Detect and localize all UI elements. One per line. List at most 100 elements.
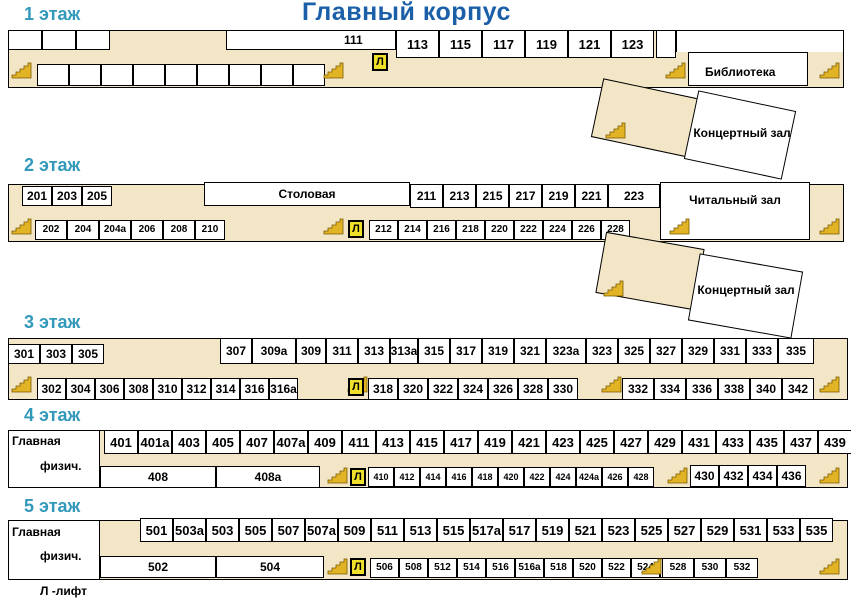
- room-521[interactable]: 521: [569, 518, 602, 542]
- room-514[interactable]: 514: [457, 558, 486, 578]
- room-317[interactable]: 317: [450, 338, 482, 364]
- room-517[interactable]: 517: [503, 518, 536, 542]
- room-201[interactable]: 201: [22, 186, 52, 206]
- room-205[interactable]: 205: [82, 186, 112, 206]
- room-433[interactable]: 433: [716, 430, 750, 454]
- room-411[interactable]: 411: [342, 430, 376, 454]
- room-223[interactable]: 223: [608, 184, 660, 208]
- room-509[interactable]: 509: [338, 518, 371, 542]
- room-stolovaya[interactable]: Столовая: [204, 182, 410, 206]
- room-434[interactable]: 434: [748, 465, 777, 487]
- room-429[interactable]: 429: [648, 430, 682, 454]
- room-316[interactable]: 316: [240, 378, 269, 400]
- room-210[interactable]: 210: [195, 220, 225, 240]
- room-501[interactable]: 501: [140, 518, 173, 542]
- room-304[interactable]: 304: [66, 378, 95, 400]
- room-306[interactable]: 306: [95, 378, 124, 400]
- room-316а[interactable]: 316а: [269, 378, 298, 400]
- room-507а[interactable]: 507а: [305, 518, 338, 542]
- room-220[interactable]: 220: [485, 220, 514, 240]
- room-422[interactable]: 422: [524, 467, 550, 487]
- room-506[interactable]: 506: [370, 558, 399, 578]
- room-419[interactable]: 419: [478, 430, 512, 454]
- room-417[interactable]: 417: [444, 430, 478, 454]
- room-408[interactable]: 408: [100, 466, 216, 488]
- room-513[interactable]: 513: [404, 518, 437, 542]
- room-115[interactable]: 115: [439, 30, 482, 58]
- room-212[interactable]: 212: [369, 220, 398, 240]
- room-503а[interactable]: 503а: [173, 518, 206, 542]
- room-424[interactable]: 424: [550, 467, 576, 487]
- room-327[interactable]: 327: [650, 338, 682, 364]
- room-222[interactable]: 222: [514, 220, 543, 240]
- room-214[interactable]: 214: [398, 220, 427, 240]
- room-421[interactable]: 421: [512, 430, 546, 454]
- room-431[interactable]: 431: [682, 430, 716, 454]
- room-311[interactable]: 311: [326, 338, 358, 364]
- room-407[interactable]: 407: [240, 430, 274, 454]
- room-531[interactable]: 531: [734, 518, 767, 542]
- room-507[interactable]: 507: [272, 518, 305, 542]
- room-322[interactable]: 322: [428, 378, 458, 400]
- room-436[interactable]: 436: [777, 465, 806, 487]
- room-318[interactable]: 318: [368, 378, 398, 400]
- room-336[interactable]: 336: [686, 378, 718, 400]
- room-426[interactable]: 426: [602, 467, 628, 487]
- room-527[interactable]: 527: [668, 518, 701, 542]
- room-113[interactable]: 113: [396, 30, 439, 58]
- room-525[interactable]: 525: [635, 518, 668, 542]
- room-329[interactable]: 329: [682, 338, 714, 364]
- room-330[interactable]: 330: [548, 378, 578, 400]
- room-504[interactable]: 504: [216, 556, 324, 578]
- room-123[interactable]: 123: [611, 30, 654, 58]
- room-519[interactable]: 519: [536, 518, 569, 542]
- room-217[interactable]: 217: [509, 184, 542, 208]
- room-218[interactable]: 218: [456, 220, 485, 240]
- room-328[interactable]: 328: [518, 378, 548, 400]
- room-221[interactable]: 221: [575, 184, 608, 208]
- room-503[interactable]: 503: [206, 518, 239, 542]
- room-321[interactable]: 321: [514, 338, 546, 364]
- room-342[interactable]: 342: [782, 378, 814, 400]
- room-407а[interactable]: 407а: [274, 430, 308, 454]
- room-331[interactable]: 331: [714, 338, 746, 364]
- room-226[interactable]: 226: [572, 220, 601, 240]
- room-416[interactable]: 416: [446, 467, 472, 487]
- room-435[interactable]: 435: [750, 430, 784, 454]
- room-309[interactable]: 309: [296, 338, 326, 364]
- room-522[interactable]: 522: [602, 558, 631, 578]
- room-307[interactable]: 307: [220, 338, 252, 364]
- room-206[interactable]: 206: [131, 220, 163, 240]
- room-439[interactable]: 439: [818, 430, 851, 454]
- room-528[interactable]: 528: [662, 558, 694, 578]
- room-516а[interactable]: 516а: [515, 558, 544, 578]
- room-340[interactable]: 340: [750, 378, 782, 400]
- room-420[interactable]: 420: [498, 467, 524, 487]
- room-517а[interactable]: 517а: [470, 518, 503, 542]
- room-333[interactable]: 333: [746, 338, 778, 364]
- room-425[interactable]: 425: [580, 430, 614, 454]
- room-530[interactable]: 530: [694, 558, 726, 578]
- room-529[interactable]: 529: [701, 518, 734, 542]
- room-326[interactable]: 326: [488, 378, 518, 400]
- room-117[interactable]: 117: [482, 30, 525, 58]
- room-403[interactable]: 403: [172, 430, 206, 454]
- room-518[interactable]: 518: [544, 558, 573, 578]
- room-213[interactable]: 213: [443, 184, 476, 208]
- room-335[interactable]: 335: [778, 338, 814, 364]
- room-410[interactable]: 410: [368, 467, 394, 487]
- room-415[interactable]: 415: [410, 430, 444, 454]
- room-121[interactable]: 121: [568, 30, 611, 58]
- room-224[interactable]: 224: [543, 220, 572, 240]
- room-302[interactable]: 302: [37, 378, 66, 400]
- room-313а[interactable]: 313а: [390, 338, 418, 364]
- room-408а[interactable]: 408а: [216, 466, 320, 488]
- room-204[interactable]: 204: [67, 220, 99, 240]
- room-418[interactable]: 418: [472, 467, 498, 487]
- room-215[interactable]: 215: [476, 184, 509, 208]
- room-512[interactable]: 512: [428, 558, 457, 578]
- room-516[interactable]: 516: [486, 558, 515, 578]
- room-511[interactable]: 511: [371, 518, 404, 542]
- room-323[interactable]: 323: [586, 338, 618, 364]
- room-412[interactable]: 412: [394, 467, 420, 487]
